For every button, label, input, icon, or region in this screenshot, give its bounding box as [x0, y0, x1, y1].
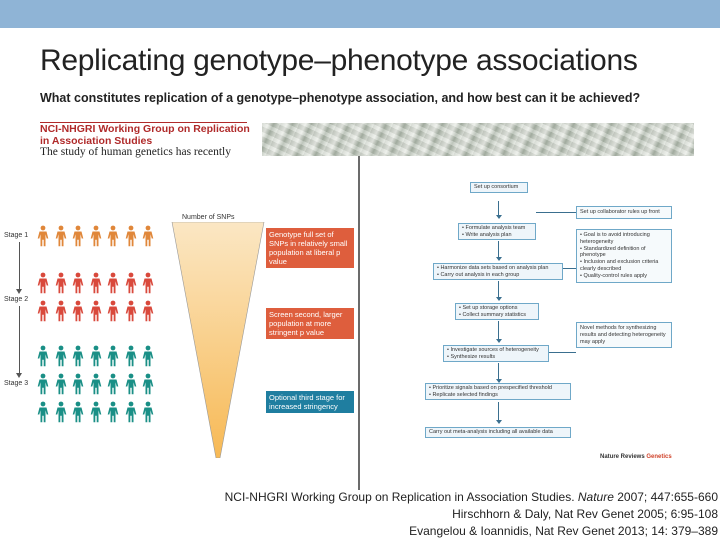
figure-credit: Nature Reviews Genetics: [600, 454, 672, 460]
flow-side-connector-3: [549, 352, 576, 353]
slide-title: Replicating genotype–phenotype associati…: [40, 44, 638, 77]
person-icon: [72, 272, 84, 294]
flow-step-2: • Formulate analysis team • Write analys…: [458, 223, 536, 240]
flow-step-1: Set up consortium: [470, 182, 528, 193]
reference-2: Hirschhorn & Daly, Nat Rev Genet 2005; 6…: [452, 507, 718, 521]
person-icon: [142, 272, 154, 294]
person-icon: [55, 345, 66, 367]
reference-1: NCI-NHGRI Working Group on Replication i…: [224, 490, 718, 504]
working-group-title: NCI-NHGRI Working Group on Replication i…: [40, 123, 250, 147]
person-icon: [72, 373, 84, 395]
credit-brand: Nature Reviews: [600, 454, 645, 460]
person-icon: [37, 225, 49, 247]
person-icon: [107, 300, 119, 322]
person-icon: [142, 373, 154, 395]
person-icon: [90, 300, 101, 322]
flow-arrow-5: [495, 363, 502, 383]
snp-funnel-diagram: [171, 222, 265, 458]
working-group-title-line1: NCI-NHGRI Working Group on Replication: [40, 123, 250, 135]
person-icon: [55, 272, 66, 294]
person-icon: [107, 272, 119, 294]
person-icon: [125, 225, 136, 247]
flow-side-note-1: Set up collaborator rules up front: [576, 206, 672, 219]
stage-3-label: Stage 3: [4, 380, 29, 387]
person-icon: [90, 272, 101, 294]
flow-arrow-4: [495, 321, 502, 343]
person-icon: [72, 401, 84, 423]
person-icon: [142, 345, 154, 367]
article-photo-strip: [262, 123, 694, 156]
working-group-rule: [40, 122, 247, 123]
flow-side-note-2: • Goal is to avoid introducing heterogen…: [576, 229, 672, 283]
slide-question: What constitutes replication of a genoty…: [40, 91, 641, 105]
stage-1-population: [36, 225, 159, 247]
person-icon: [37, 272, 49, 294]
person-icon: [90, 225, 101, 247]
stage-arrow-2: [16, 306, 22, 378]
flow-step-7: Carry out meta-analysis including all av…: [425, 427, 571, 438]
person-icon: [90, 401, 101, 423]
person-icon: [37, 345, 49, 367]
credit-journal: Genetics: [646, 454, 672, 460]
flow-arrow-3: [495, 281, 502, 301]
article-intro-text: The study of human genetics has recently: [40, 146, 231, 158]
person-icon: [125, 345, 136, 367]
person-icon: [107, 373, 119, 395]
funnel-shape: [171, 222, 265, 458]
person-icon: [37, 401, 49, 423]
reference-3: Evangelou & Ioannidis, Nat Rev Genet 201…: [409, 524, 718, 538]
person-icon: [37, 373, 49, 395]
stage-3-box: Optional third stage for increased strin…: [266, 391, 354, 413]
person-icon: [107, 225, 119, 247]
person-icon: [37, 300, 49, 322]
person-icon: [142, 401, 154, 423]
flow-step-6: • Prioritize signals based on prespecifi…: [425, 383, 571, 400]
flow-side-connector-2: [563, 268, 576, 269]
person-icon: [125, 272, 136, 294]
stage-2-box: Screen second, larger population at more…: [266, 308, 354, 339]
person-icon: [55, 225, 66, 247]
person-icon: [107, 401, 119, 423]
stage-2-label: Stage 2: [4, 296, 29, 303]
flow-step-4: • Set up storage options • Collect summa…: [455, 303, 539, 320]
person-icon: [55, 300, 66, 322]
flow-arrow-6: [495, 402, 502, 424]
person-icon: [142, 225, 154, 247]
person-icon: [55, 373, 66, 395]
person-icon: [107, 345, 119, 367]
person-icon: [125, 373, 136, 395]
stage-1-box: Genotype full set of SNPs in relatively …: [266, 228, 354, 268]
flow-side-connector-1: [536, 212, 576, 213]
working-group-title-line2: in Association Studies: [40, 135, 153, 147]
stage-1-label: Stage 1: [4, 232, 29, 239]
snp-axis-label: Number of SNPs: [182, 214, 235, 221]
flow-side-note-3: Novel methods for synthesizing results a…: [576, 322, 672, 349]
references-block: NCI-NHGRI Working Group on Replication i…: [225, 489, 718, 540]
person-icon: [125, 401, 136, 423]
vertical-divider: [358, 156, 360, 490]
stage-2-population: [36, 272, 159, 322]
person-icon: [55, 401, 66, 423]
flow-arrow-1: [495, 201, 502, 219]
flow-step-3: • Harmonize data sets based on analysis …: [433, 263, 563, 280]
flow-step-5: • Investigate sources of heterogeneity •…: [443, 345, 549, 362]
person-icon: [72, 345, 84, 367]
stage-arrow-1: [16, 242, 22, 294]
stage-3-population: [36, 345, 159, 423]
person-icon: [125, 300, 136, 322]
person-icon: [142, 300, 154, 322]
person-icon: [72, 300, 84, 322]
person-icon: [90, 345, 101, 367]
top-accent-bar: [0, 0, 720, 28]
person-icon: [72, 225, 84, 247]
person-icon: [90, 373, 101, 395]
flow-arrow-2: [495, 241, 502, 261]
